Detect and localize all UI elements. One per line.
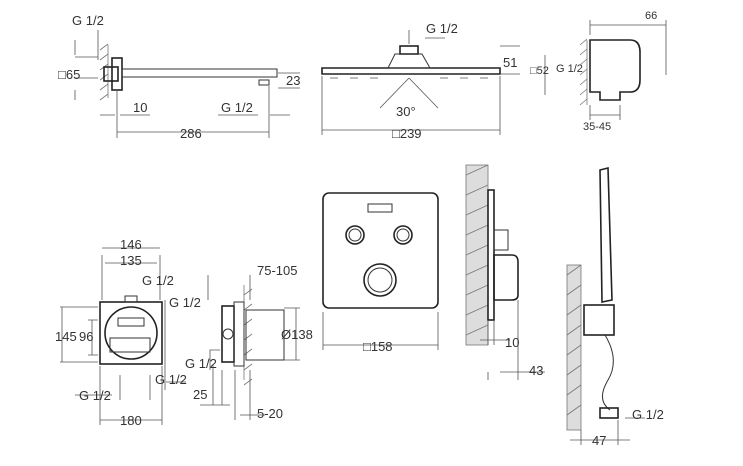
rough-thread-top-label: G 1/2 [142,273,174,288]
head-size-label: □239 [392,126,422,141]
rough-height-inner-label: 96 [79,329,94,344]
hand-offset-label: 47 [592,433,607,448]
rough-width-inner-label: 135 [120,253,142,268]
side-depth-label: 75-105 [257,263,298,278]
shower-arm-drawing [74,30,300,138]
arm-wall-offset-label: 10 [133,100,148,115]
trim-size-label: □158 [363,339,393,354]
rough-thread-bottom-left-label: G 1/2 [79,388,111,403]
outlet-size-label: □52 [530,65,549,77]
arm-length-label: 286 [180,126,202,141]
rough-thread-bottom-right-label: G 1/2 [155,372,187,387]
hand-thread-label: G 1/2 [632,407,664,422]
outlet-width-label: 66 [645,10,658,22]
side-offset-label: 25 [193,387,208,402]
head-shower-drawing [321,30,520,135]
head-height-label: 51 [503,55,518,70]
side-diameter-label: Ø138 [281,327,313,342]
trim-side-drawing [465,164,545,380]
head-thread-label: G 1/2 [426,21,458,36]
trim-projection-label: 10 [505,335,520,350]
outlet-depth-label: 35-45 [583,121,612,133]
rough-width-bottom-label: 180 [120,413,142,428]
arm-thread-outlet-label: G 1/2 [221,100,253,115]
rough-height-outer-label: 145 [55,329,77,344]
arm-thread-top-label: G 1/2 [72,13,104,28]
trim-drawing [322,192,439,350]
outlet-thread-label: G 1/2 [556,63,583,75]
head-angle-label: 30° [396,104,416,119]
trim-depth-label: 43 [529,363,544,378]
rough-width-outer-label: 146 [120,237,142,252]
arm-flange-label: □65 [58,67,81,82]
rough-in-front-drawing [60,247,186,425]
side-thread-label: G 1/2 [185,356,217,371]
rough-thread-right-label: G 1/2 [169,295,201,310]
hand-shower-drawing [566,166,645,445]
side-plaster-label: 5-20 [257,406,284,421]
rough-in-side-drawing [200,275,300,420]
wall-outlet-drawing [544,20,667,120]
arm-drop-label: 23 [286,73,301,88]
